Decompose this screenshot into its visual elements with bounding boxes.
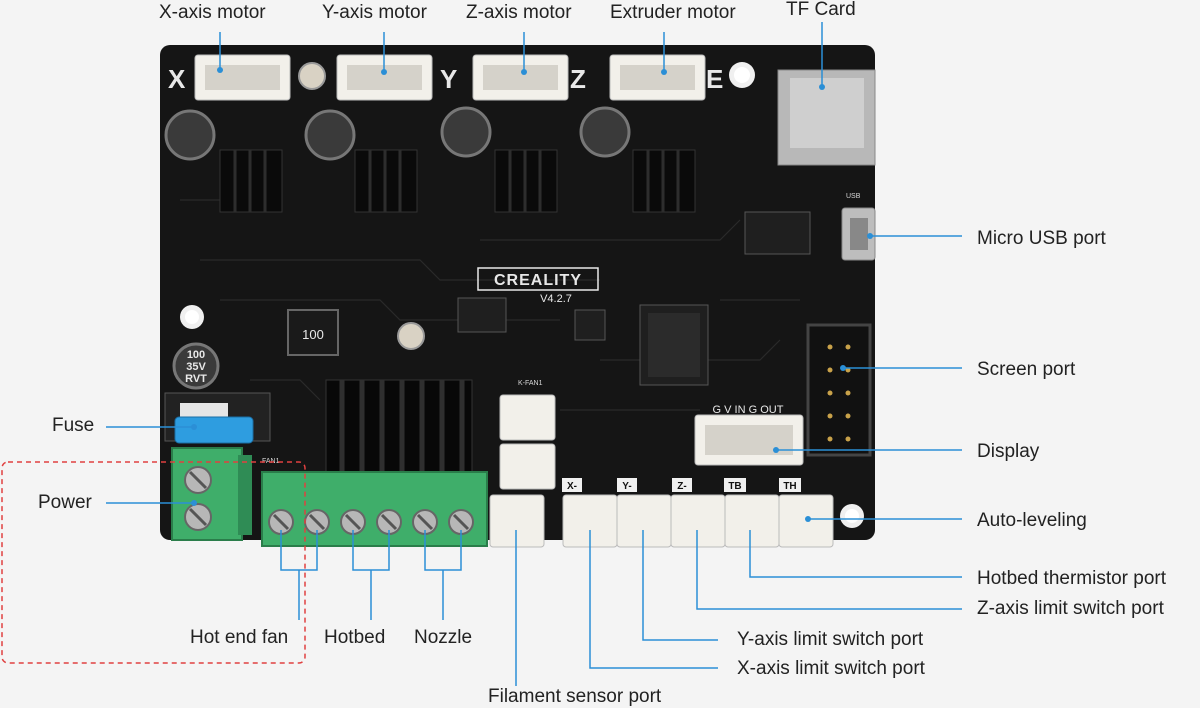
label-display: Display	[977, 441, 1040, 462]
mcu-chip	[639, 304, 709, 386]
axis-letter-x: X	[168, 64, 186, 94]
limit-label-y: Y-	[622, 481, 631, 492]
label-z-axis-motor: Z-axis motor	[466, 2, 572, 23]
cap-label-line-2: 35V	[186, 361, 206, 373]
limit-label-x: X-	[567, 481, 577, 492]
label-screen-port: Screen port	[977, 359, 1076, 380]
svg-text:100: 100	[302, 327, 324, 342]
inductor: 100	[287, 309, 339, 356]
limit-label-tb: TB	[728, 481, 741, 492]
power-area-dashed-box	[1, 461, 306, 664]
label-power: Power	[38, 492, 92, 513]
label-y-axis-limit-switch-port: Y-axis limit switch port	[737, 629, 924, 650]
output-terminal-block	[261, 471, 488, 547]
mosfet-heatsink	[325, 379, 473, 476]
screen-port-header	[806, 323, 872, 457]
cap-label-line-3: RVT	[185, 373, 207, 385]
label-extruder-motor: Extruder motor	[610, 2, 736, 23]
label-x-axis-motor: X-axis motor	[159, 2, 266, 23]
mounting-holes	[180, 62, 864, 528]
label-hot-end-fan: Hot end fan	[190, 627, 289, 648]
label-nozzle: Nozzle	[414, 627, 473, 648]
label-hotbed-thermistor-port: Hotbed thermistor port	[977, 568, 1167, 589]
bottom-connectors	[489, 494, 834, 548]
power-terminal	[171, 447, 252, 541]
callout-endpoints	[191, 67, 873, 522]
fuse	[164, 392, 271, 444]
limit-label-z: Z-	[677, 481, 686, 492]
callout-lines	[106, 22, 962, 686]
axis-letter-y: Y	[440, 64, 457, 94]
driver-heatsinks	[219, 149, 696, 213]
micro-usb-connector	[841, 207, 876, 261]
capacitors	[164, 106, 631, 390]
cap-label-line-1: 100	[187, 349, 205, 361]
label-fuse: Fuse	[52, 415, 95, 436]
label-tf-card: TF Card	[786, 0, 856, 20]
svg-text:G V IN G OUT: G V IN G OUT	[713, 404, 784, 416]
label-filament-sensor-port: Filament sensor port	[488, 686, 662, 707]
pcb-board: X Y Z E 100 35V RVT	[160, 45, 876, 548]
usb-silk-label: USB	[846, 193, 861, 200]
label-x-axis-limit-switch-port: X-axis limit switch port	[737, 658, 925, 679]
axis-letter-e: E	[706, 64, 723, 94]
label-hotbed: Hotbed	[324, 627, 386, 648]
kfan-silk-label: K-FAN1	[518, 380, 543, 387]
board-version: V4.2.7	[540, 293, 572, 305]
svg-text:CREALITY: CREALITY	[494, 272, 582, 289]
label-z-axis-limit-switch-port: Z-axis limit switch port	[977, 598, 1164, 619]
fan-connectors	[499, 394, 556, 490]
brand-logo: CREALITY V4.2.7	[477, 267, 599, 305]
label-auto-leveling: Auto-leveling	[977, 510, 1087, 531]
tf-card-slot	[777, 69, 876, 166]
limit-label-th: TH	[783, 481, 796, 492]
axis-letter-z: Z	[570, 64, 586, 94]
label-micro-usb-port: Micro USB port	[977, 228, 1106, 249]
label-y-axis-motor: Y-axis motor	[322, 2, 427, 23]
